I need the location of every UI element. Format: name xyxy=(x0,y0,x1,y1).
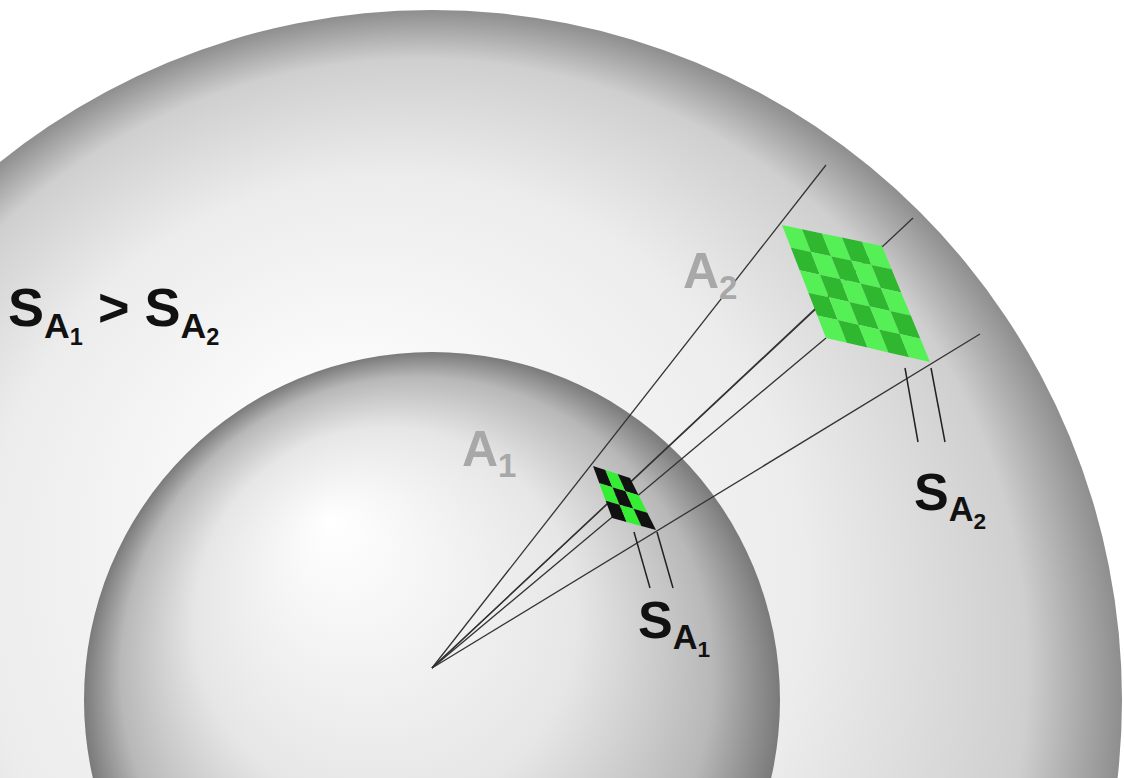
patch-cell xyxy=(900,334,930,362)
projection-rays xyxy=(432,165,980,668)
projection-label: SA2 xyxy=(914,466,986,518)
inner-sphere xyxy=(84,352,780,778)
patch-cell xyxy=(633,509,656,530)
area-label: A1 xyxy=(462,424,516,474)
patch-cell xyxy=(871,265,901,293)
patch-cell xyxy=(626,491,648,512)
ray xyxy=(432,334,980,668)
inequality-label: SA1 > SA2 xyxy=(8,280,219,334)
dimension-ticks xyxy=(634,368,945,588)
patch-cell xyxy=(881,288,911,316)
area-patch-a2 xyxy=(782,225,930,362)
patch-cell xyxy=(862,242,892,269)
ray xyxy=(432,218,913,668)
area-label: A2 xyxy=(683,246,737,296)
projection-label: SA1 xyxy=(638,594,710,646)
ray xyxy=(432,338,826,668)
ray xyxy=(432,165,826,668)
outer-sphere xyxy=(0,10,1122,778)
area-patch-a1 xyxy=(593,466,656,530)
patch-cell xyxy=(890,311,920,339)
ray xyxy=(432,246,882,668)
